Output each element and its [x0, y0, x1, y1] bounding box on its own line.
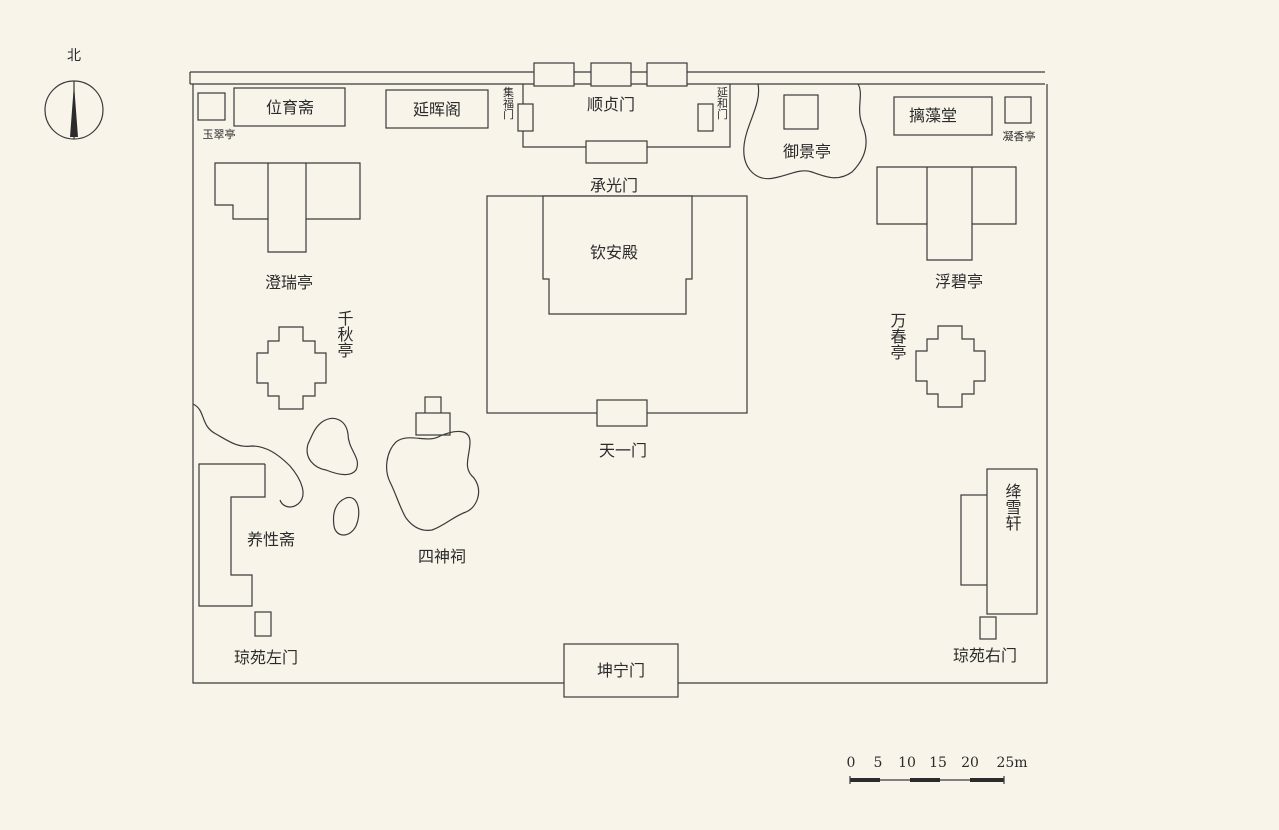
scale-seg-3 — [910, 778, 940, 782]
fubi-outline — [876, 166, 1017, 261]
label-qianqiuting: 千秋亭 — [335, 310, 354, 358]
scale-tick-15: 15 — [929, 755, 947, 771]
label-yanhemen: 延和门 — [716, 86, 729, 120]
label-yucuiting: 玉翠亭 — [203, 127, 236, 141]
scale-tick-25m: 25m — [996, 755, 1027, 771]
label-sishenci: 四神祠 — [418, 547, 466, 566]
gate-block-right — [646, 62, 688, 87]
scale-bar: 0 5 10 15 20 25m — [847, 755, 1028, 784]
jiangxue-main — [986, 468, 1038, 615]
scale-tick-5: 5 — [874, 755, 883, 771]
jiangxue-lodge — [960, 468, 1038, 640]
north-arrow: 北 — [44, 48, 104, 140]
label-ningxiangting: 凝香亭 — [1003, 129, 1036, 143]
scale-seg-1 — [850, 778, 880, 782]
chizao-hall — [893, 96, 993, 136]
yangxing-studio — [198, 463, 266, 607]
scale-tick-10: 10 — [898, 755, 916, 771]
pond-small-lower — [332, 496, 360, 536]
scale-tick-0: 0 — [847, 755, 856, 771]
label-yangxingzhai: 养性斋 — [247, 530, 295, 549]
yucui-pavilion — [197, 92, 226, 121]
label-qinandian: 钦安殿 — [590, 243, 638, 262]
qinan-hall-building — [542, 195, 693, 315]
north-label: 北 — [67, 48, 81, 64]
gate-block-middle — [590, 62, 632, 87]
yujing-pavilion-block — [783, 94, 819, 130]
yanhui-pavilion-building — [385, 89, 489, 129]
shunzhen-gate-compound — [517, 62, 731, 164]
north-arrow-needle — [70, 84, 78, 137]
label-qiongyuanyoumen: 琼苑右门 — [953, 646, 1017, 665]
chengrui-outline — [214, 162, 361, 253]
rockery-outline — [743, 83, 867, 180]
yanhe-gate-block — [697, 103, 714, 132]
label-wanchunting: 万春亭 — [888, 312, 907, 360]
label-chengguangmen: 承光门 — [590, 176, 638, 195]
gate-block-left — [533, 62, 575, 87]
weiyu-studio — [233, 87, 346, 127]
sishen-shrine — [386, 396, 480, 531]
label-qiongyuanzuomen: 琼苑左门 — [234, 648, 298, 667]
label-yujingting: 御景亭 — [783, 142, 831, 161]
label-chengruiting: 澄瑞亭 — [265, 273, 313, 292]
scale-seg-5 — [970, 778, 1004, 782]
wanchun-pavilion — [915, 325, 986, 408]
label-chizaotang: 摛藻堂 — [909, 106, 957, 125]
scale-tick-20: 20 — [961, 755, 979, 771]
west-rockery-shore — [192, 403, 304, 508]
label-yanhuige: 延晖阁 — [413, 100, 461, 119]
qianqiu-pavilion — [256, 326, 327, 410]
compound-wall-right — [647, 84, 731, 148]
chengguang-gate-block — [585, 140, 648, 164]
qinan-hall-compound — [486, 195, 748, 427]
qiongyuan-left-gate-block — [254, 611, 272, 637]
sishen-front-block — [415, 412, 451, 436]
pond-small-upper — [306, 417, 358, 476]
label-shunzhenmen: 顺贞门 — [587, 95, 635, 114]
fubi-pavilion — [876, 166, 1017, 261]
label-jiangxuexuan: 绛雪轩 — [1003, 483, 1022, 531]
jiangxue-side-wing — [960, 494, 990, 586]
tianyi-gate-block — [596, 399, 648, 427]
ningxiang-pavilion — [1004, 96, 1032, 124]
qiongyuan-right-gate-block — [979, 616, 997, 640]
sishen-porch — [424, 396, 442, 416]
label-tianyimen: 天一门 — [599, 441, 647, 460]
label-jifumen: 集福门 — [502, 85, 515, 120]
yujing-rockery — [743, 83, 867, 180]
label-kunningmen: 坤宁门 — [597, 661, 645, 680]
label-fubiting: 浮碧亭 — [935, 272, 983, 291]
chengrui-pavilion — [214, 162, 361, 253]
kunning-gate-block — [563, 643, 679, 698]
sishen-shrine-outline — [386, 430, 480, 531]
jifu-gate-block — [517, 103, 534, 132]
label-weiyuzhai: 位育斋 — [266, 98, 314, 117]
